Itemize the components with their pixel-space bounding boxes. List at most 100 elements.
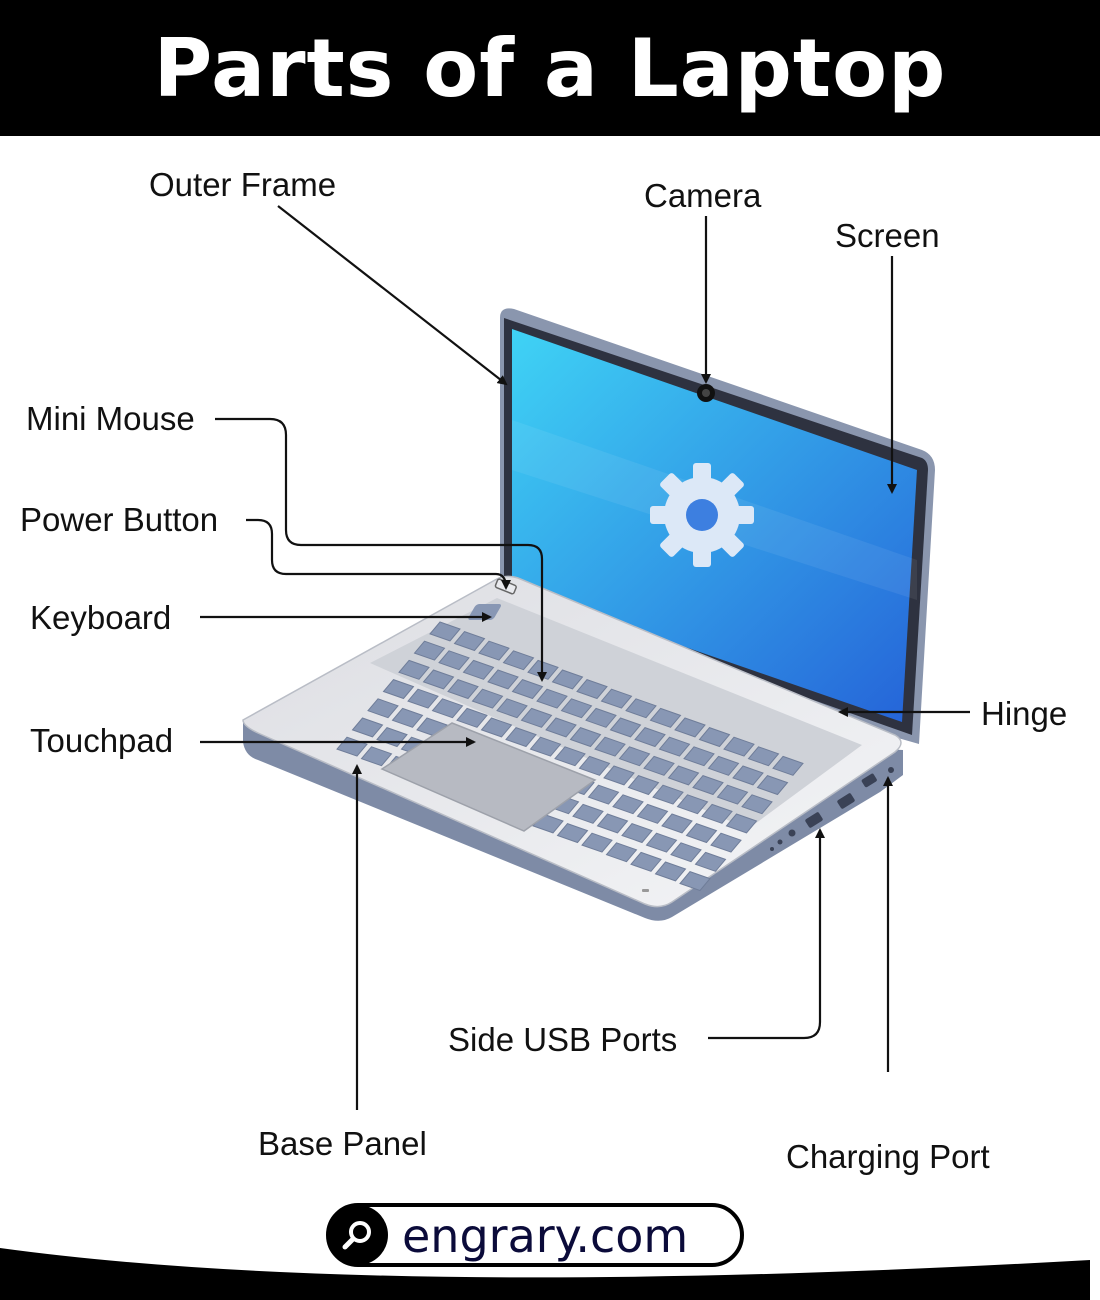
keyboard-key: [576, 679, 608, 700]
keyboard-key: [612, 794, 644, 815]
keyboard-key: [551, 669, 584, 690]
keyboard-key: [560, 698, 593, 719]
keyboard-key: [756, 775, 789, 796]
gear-icon: [650, 463, 754, 567]
keyboard-key: [351, 717, 384, 738]
label-camera: Camera: [644, 177, 762, 214]
keyboard-key: [636, 803, 669, 824]
label-screen: Screen: [835, 217, 940, 254]
label-touchpad: Touchpad: [30, 722, 174, 759]
keyboard-key: [654, 861, 687, 882]
keyboard-key: [725, 813, 758, 834]
keyboard-key: [596, 813, 629, 834]
search-icon: [328, 1205, 388, 1265]
keyboard-key: [431, 698, 464, 719]
label-hinge: Hinge: [981, 695, 1068, 732]
keyboard-key: [578, 755, 611, 776]
outer-frame-pointer: [277, 205, 508, 386]
keyboard-key: [487, 669, 519, 690]
keyboard-key: [772, 755, 804, 776]
keyboard-key: [710, 832, 742, 853]
keyboard-key: [545, 717, 577, 738]
keyboard-key: [723, 736, 755, 757]
keyboard-key: [625, 698, 657, 719]
keyboard-key: [732, 765, 764, 786]
keyboard-key: [587, 784, 620, 805]
keyboard-key: [649, 707, 682, 728]
label-charging-port: Charging Port: [786, 1138, 990, 1175]
keyboard-key: [634, 727, 666, 748]
keyboard-key: [694, 851, 727, 872]
keyboard-key: [643, 755, 675, 776]
keyboard-key: [605, 842, 638, 863]
website-badge[interactable]: engrary.com: [326, 1203, 744, 1267]
keyboard-key: [447, 679, 479, 700]
keyboard-key: [429, 621, 461, 642]
keyboard-key: [585, 707, 617, 728]
keyboard-key: [627, 775, 660, 796]
label-power-button: Power Button: [20, 501, 219, 538]
laptop-base: [242, 575, 903, 921]
keyboard-key: [382, 679, 415, 700]
keyboard-key: [685, 823, 718, 844]
keyboard-key: [572, 803, 604, 824]
website-url[interactable]: engrary.com: [402, 1209, 689, 1263]
keyboard-key: [676, 794, 709, 815]
keyboard-key: [438, 650, 470, 671]
keyboard-key: [692, 775, 724, 796]
touchpad: [380, 722, 597, 832]
laptop-lid: [500, 308, 935, 744]
keyboard-key: [661, 813, 693, 834]
mini-mouse-pointer: [215, 417, 547, 682]
keyboard-key: [658, 736, 691, 757]
keyboard-key: [609, 717, 642, 738]
title-bar: Parts of a Laptop: [0, 0, 1100, 136]
callout-lines: [200, 205, 970, 1110]
page-title: Parts of a Laptop: [153, 21, 947, 115]
keyboard-key: [569, 727, 602, 748]
keyboard-key: [505, 727, 537, 748]
keyboard-key: [707, 755, 740, 776]
side-ports: [770, 767, 894, 851]
keyboard-key: [413, 640, 446, 661]
keyboard-key: [594, 736, 626, 757]
charging-port: [888, 767, 894, 773]
keyboard-key: [391, 707, 424, 728]
label-side-usb-ports: Side USB Ports: [448, 1021, 678, 1058]
keyboard-key: [407, 688, 439, 709]
keyboard-key: [520, 707, 553, 728]
keyboard-key: [554, 746, 586, 767]
keyboard-key: [480, 717, 513, 738]
label-mini-mouse: Mini Mouse: [26, 400, 195, 437]
label-keyboard: Keyboard: [30, 599, 172, 636]
keyboard-key: [471, 688, 504, 709]
keyboard-key: [462, 659, 495, 680]
keyboard-key: [422, 669, 455, 690]
keyboard-key: [747, 746, 780, 767]
keyboard-key: [478, 640, 510, 661]
keyboard-key: [645, 832, 678, 853]
keyboard-key: [367, 698, 399, 719]
keyboard-key: [683, 746, 715, 767]
label-base-panel: Base Panel: [258, 1125, 427, 1162]
keyboard-key: [621, 823, 653, 844]
keyboard-key: [701, 803, 733, 824]
keyboard-key: [529, 736, 562, 757]
keyboard-key: [456, 707, 488, 728]
keyboard-key: [630, 851, 662, 872]
keyboard-key: [398, 659, 430, 680]
keyboard-key: [360, 746, 393, 767]
keyboard-key: [679, 871, 711, 892]
keyboard-key: [581, 832, 613, 853]
keyboard-key: [536, 688, 568, 709]
keyboard-key: [716, 784, 749, 805]
keyboard-key: [674, 717, 706, 738]
keyboard-key: [556, 823, 589, 844]
label-outer-frame: Outer Frame: [149, 166, 337, 203]
side-usb-pointer: [708, 828, 825, 1040]
keyboard-key: [618, 746, 651, 767]
keyboard-key: [600, 688, 633, 709]
keyboard-key: [667, 765, 700, 786]
keyboard-key: [652, 784, 684, 805]
